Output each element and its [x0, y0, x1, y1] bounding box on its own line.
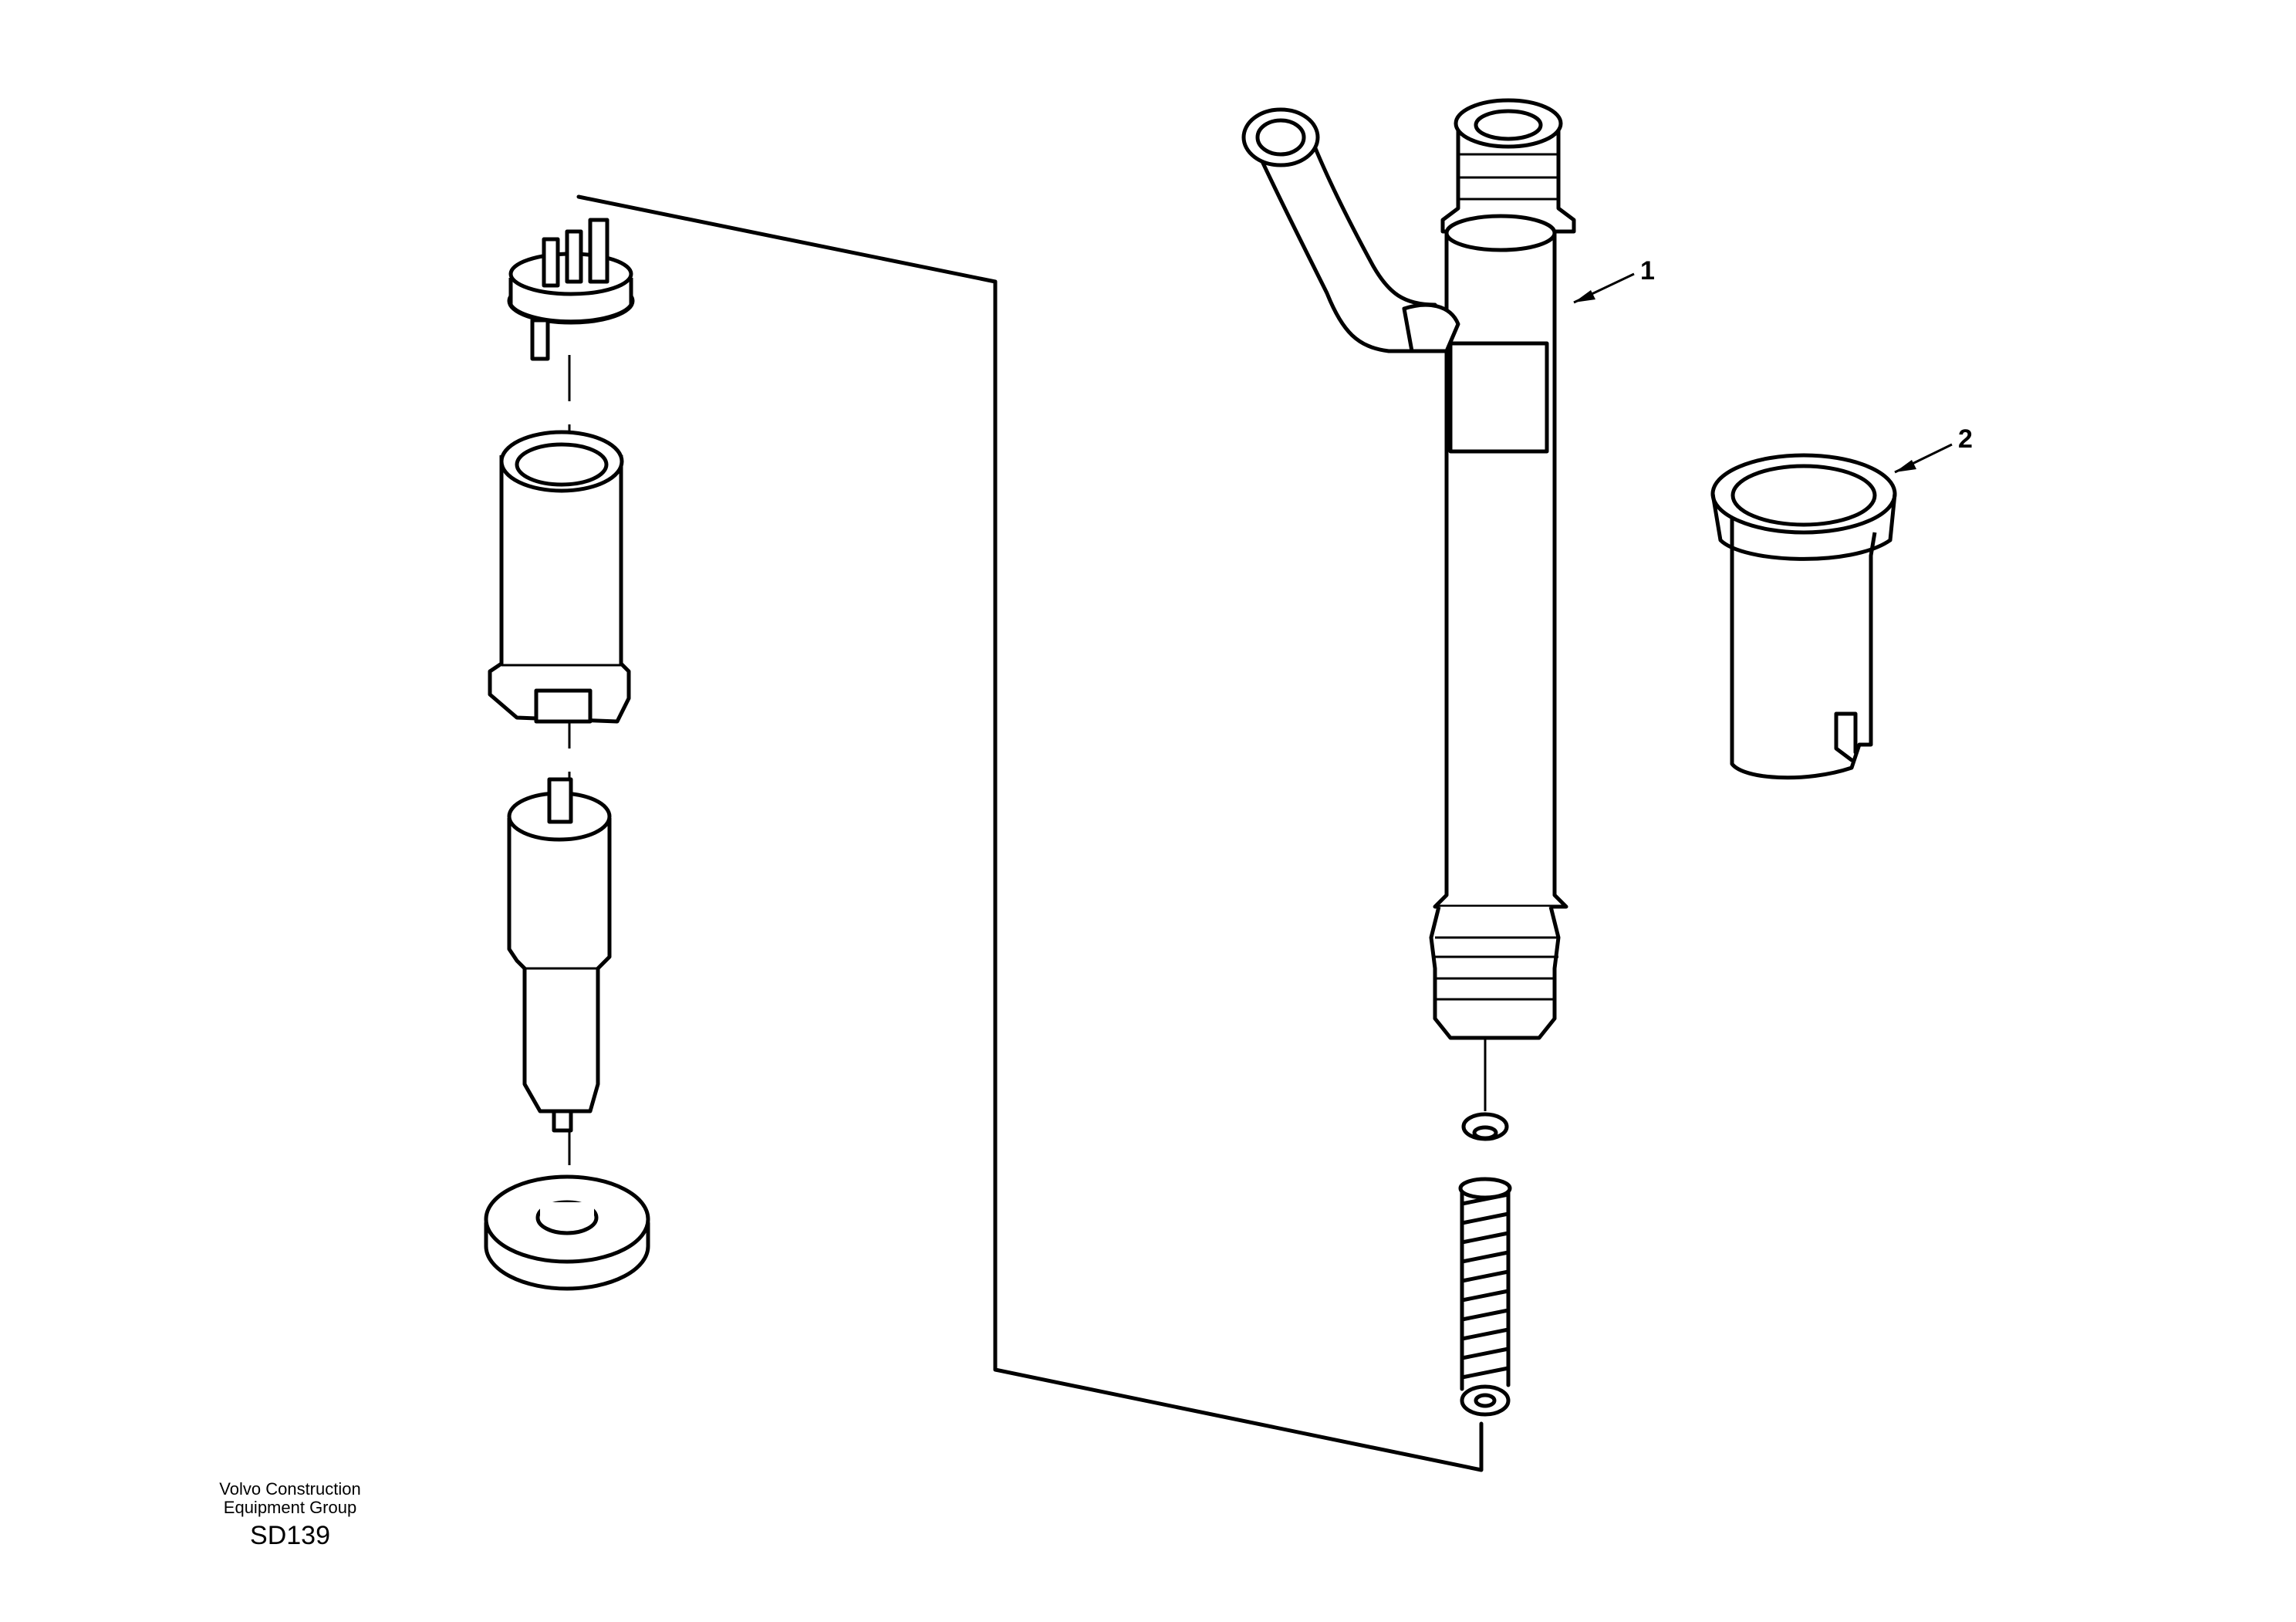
callout-1: 1	[1573, 256, 1655, 304]
org-name-line-2: Equipment Group	[223, 1498, 357, 1517]
injector-spring	[1458, 1112, 1512, 1417]
drawing-code: SD139	[250, 1521, 330, 1550]
injector-sleeve	[1710, 453, 1897, 780]
nozzle-retaining-nut	[488, 430, 631, 724]
callout-2: 2	[1894, 424, 1973, 474]
sealing-washer	[484, 1174, 650, 1291]
injector-body	[1241, 98, 1576, 1040]
nozzle-holder-top-part	[507, 218, 635, 361]
org-name-line-1: Volvo Construction	[219, 1479, 361, 1499]
assembly-bracket-line	[576, 194, 1484, 1472]
callout-2-label: 2	[1958, 424, 1973, 454]
nozzle-element	[507, 777, 612, 1133]
callout-1-label: 1	[1640, 256, 1655, 286]
drawing-footer: Volvo Construction Equipment Group SD139	[174, 1480, 406, 1553]
